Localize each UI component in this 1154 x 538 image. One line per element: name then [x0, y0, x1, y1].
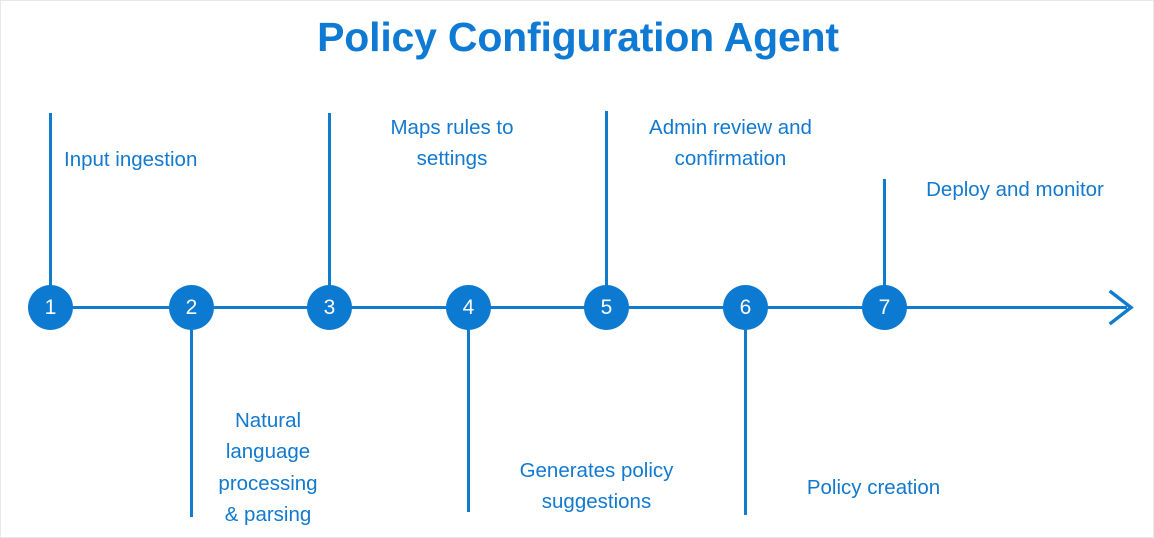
stem-step-6: [744, 327, 747, 515]
step-label-6: Policy creation: [806, 476, 941, 499]
node-number-1: 1: [44, 296, 57, 319]
stem-step-3: [328, 113, 331, 288]
step-label-3: Maps rules to settings: [390, 116, 514, 171]
timeline-node-3[interactable]: 3: [307, 285, 352, 330]
stem-step-4: [467, 327, 470, 512]
timeline-node-2[interactable]: 2: [169, 285, 214, 330]
stem-step-5: [605, 111, 608, 288]
node-number-7: 7: [878, 296, 891, 319]
step-label-2: Natural language processing & parsing: [218, 409, 318, 527]
timeline-node-1[interactable]: 1: [28, 285, 73, 330]
step-label-7: Deploy and monitor: [926, 178, 1104, 201]
node-number-4: 4: [462, 296, 475, 319]
node-number-2: 2: [185, 296, 198, 319]
node-number-6: 6: [739, 296, 752, 319]
node-number-3: 3: [323, 296, 336, 319]
timeline-node-6[interactable]: 6: [723, 285, 768, 330]
timeline-node-7[interactable]: 7: [862, 285, 907, 330]
timeline-node-4[interactable]: 4: [446, 285, 491, 330]
step-label-1: Input ingestion: [64, 148, 198, 171]
node-number-5: 5: [600, 296, 613, 319]
stem-step-2: [190, 327, 193, 517]
right-arrow-icon: [1107, 289, 1135, 326]
page-title: Policy Configuration Agent: [317, 14, 839, 60]
timeline-node-5[interactable]: 5: [584, 285, 629, 330]
stem-step-7: [883, 179, 886, 288]
step-label-4: Generates policy suggestions: [519, 459, 674, 514]
stem-step-1: [49, 113, 52, 288]
step-label-5: Admin review and confirmation: [649, 116, 812, 171]
